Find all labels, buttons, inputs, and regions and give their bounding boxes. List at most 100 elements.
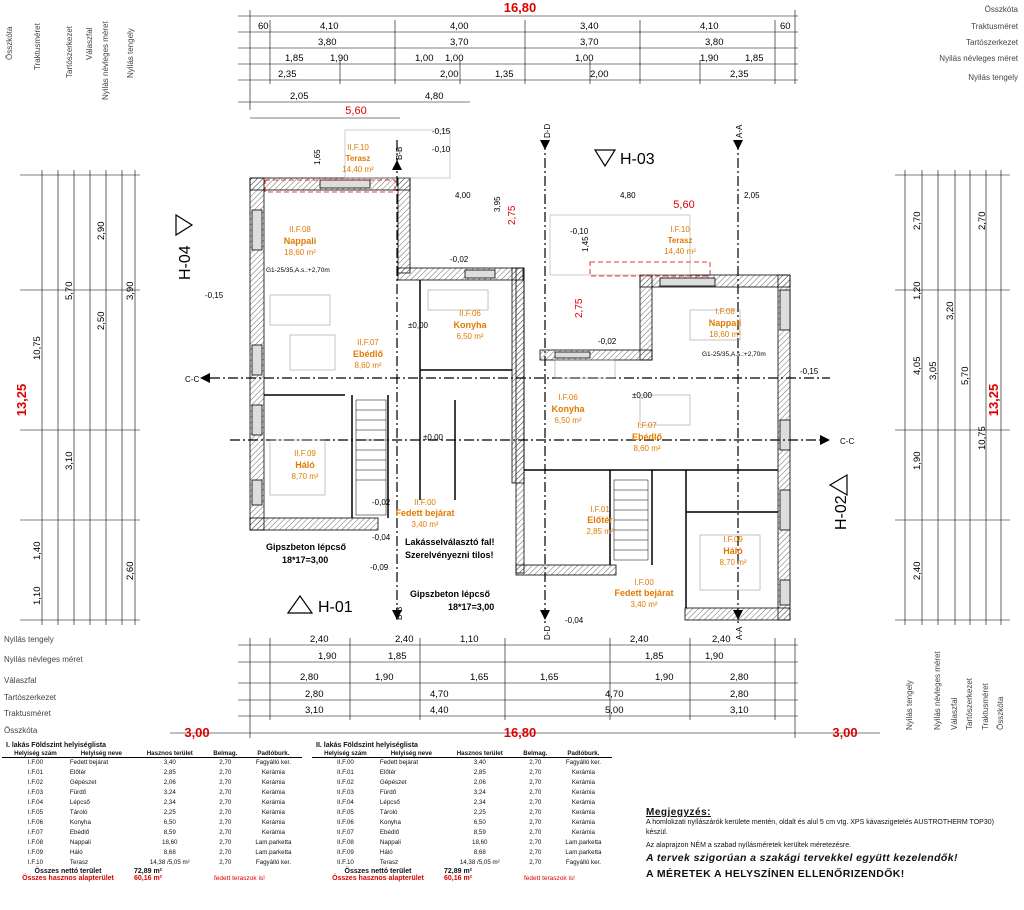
table-cell: Fürdő [379,789,397,796]
col-header: Helyiség szám [2,750,69,758]
level-neg002-2: -0,02 [598,337,617,346]
top-traktus-2: 4,00 [450,21,469,32]
col-header: Belmag. [205,750,245,758]
room-area-iif09: 8,70 m² [291,472,318,481]
left-col-4: 2,50 [96,312,107,331]
table-cell: Gépészet [379,779,407,786]
room-name-if01: Előtér [587,515,613,525]
top-teng-6: 1,35 [495,69,514,80]
room-area-if10: 14,40 m² [664,247,696,256]
table-cell: Fedett bejárat [379,759,419,766]
level-zero-1: ±0,00 [408,321,429,330]
table-cell: 2,70 [219,809,232,816]
table-cell: Fagyálló ker. [565,859,601,866]
dim-total-left: 13,25 [14,384,29,417]
table-cell: 2,70 [529,759,542,766]
view-triangles [175,149,848,614]
room-name-if09: Háló [723,546,743,556]
room-table: Helyiség szám Helyiség neve Hasznos terü… [312,750,612,868]
top-teng-12: 2,35 [730,69,749,80]
table-cell: Kerámia [571,799,595,806]
view-h01: H-01 [318,599,353,616]
table-cell: 2,70 [529,799,542,806]
room-id-if07: I.F.07 [637,421,657,430]
top-nevl-5: 1,00 [445,53,464,64]
section-dd-top: D-D [543,124,552,138]
dim-side-right: 3,00 [832,725,857,740]
bot-nevl-11: 1,85 [645,651,664,662]
table-cell: I.F.05 [27,809,44,816]
table-cell: 2,70 [529,779,542,786]
right-col-4: 1,90 [912,452,923,471]
table-cell: Tároló [69,809,88,816]
bot-teng-7: 2,40 [630,634,649,645]
table-cell: 2,70 [529,769,542,776]
room-id-if09: I.F.09 [723,535,743,544]
terrace-outlines [264,179,711,277]
bottom-dimension-ticks [249,638,796,738]
table-cell: II.F.05 [337,809,354,816]
label-osszkota-top: Összkóta [985,5,1019,14]
room-area-if00: 3,40 m² [630,600,657,609]
right-col-1: 1,20 [912,282,923,301]
table-cell: Fagyálló ker. [255,759,291,766]
table-cell: 18,60 [162,839,178,846]
table-cell: 2,70 [529,819,542,826]
label-teng-right: Nyilás tengely [905,680,914,730]
table-cell: 2,70 [219,759,232,766]
table-cell: II.F.03 [337,789,354,796]
room-id-iif06: II.F.06 [459,309,481,318]
right-col-5: 2,40 [912,562,923,581]
room-name-iif00: Fedett bejárat [395,508,454,518]
table-cell: Konyha [69,819,91,826]
room-id-iif10: II.F.10 [347,143,369,152]
top-extra-1: 2,05 [290,91,309,102]
room-area-iif10: 14,40 m² [342,165,374,174]
table-cell: II.F.09 [337,849,354,856]
top-extra-2: 4,80 [425,91,444,102]
col-header: Helyiség neve [68,750,134,758]
top-tarto-4: 3,70 [450,37,469,48]
bottom-dimension-lines [170,644,880,734]
label-tarto-left: Tartószerkezet [65,25,74,78]
room-name-if00: Fedett bejárat [614,588,673,598]
col-header: Helyiség neve [378,750,444,758]
table-cell: 18,60 [472,839,488,846]
left-col-7: 1,40 [32,542,43,561]
stair-size-right: 18*17=3,00 [448,602,494,612]
top-tarto-6: 3,70 [580,37,599,48]
top-nevl-1: 1,85 [285,53,304,64]
bot-tarto-2: 2,80 [305,689,324,700]
top-nevl-9: 1,00 [575,53,594,64]
section-bb-bot: B-B [395,607,404,620]
table-cell: 2,70 [529,809,542,816]
room-name-iif06: Konyha [453,320,487,330]
col-header: Helyiség szám [312,750,379,758]
dim-165: 1,65 [313,149,322,165]
table-cell: 6,50 [163,819,176,826]
table-cell: Fagyálló ker. [565,759,601,766]
level-neg010-1: -0,10 [432,145,451,154]
bot-tarto-4: 4,70 [430,689,449,700]
table-cell: 2,25 [163,809,176,816]
left-col-5: 3,90 [125,282,136,301]
view-h02: H-02 [833,495,850,530]
top-nevl-13: 1,90 [700,53,719,64]
table-cell: I.F.06 [27,819,44,826]
bot-val-3: 1,90 [375,672,394,683]
useful-area: Összes hasznos alapterület 60,16 m² fede… [312,875,612,882]
dim-275-right: 2,75 [574,298,585,318]
table-cell: II.F.04 [337,799,354,806]
dim-total-top: 16,80 [504,0,537,15]
table-title: II. lakás Földszint helyiséglista [316,742,418,749]
table-cell: I.F.00 [27,759,44,766]
table-cell: I.F.09 [27,849,44,856]
section-aa-top: A-A [735,124,744,138]
top-teng-1: 2,35 [278,69,297,80]
